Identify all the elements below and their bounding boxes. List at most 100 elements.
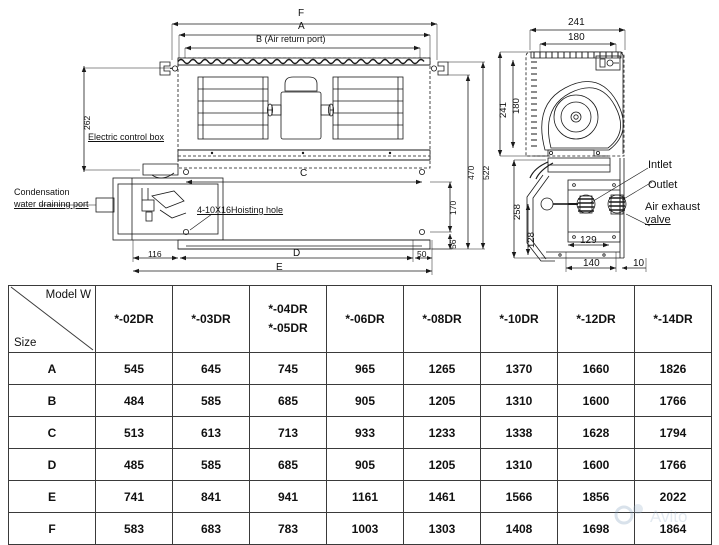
label-electric-control-box: Electric control box [88,132,165,142]
table-cell: 485 [95,448,173,481]
mechanism-detail [141,188,187,222]
dim-180-v [510,60,516,148]
dim-label-e: E [276,262,283,273]
table-corner-model-label: Model W [45,289,91,301]
connection-block [526,157,627,262]
table-cell: 933 [326,416,404,449]
label-condensation-line1: Condensation [14,187,70,197]
table-row-label-a: A [8,352,96,385]
table-cell: 545 [95,352,173,385]
dim-label-128: 128 [526,232,537,248]
table-col-header-1: *-03DR [172,285,250,353]
coil-band [177,57,431,66]
table-cell: 1566 [480,480,558,513]
dim-label-522: 522 [481,165,491,180]
table-cell: 841 [172,480,250,513]
dim-label-258: 258 [512,204,523,220]
table-cell: 1766 [634,448,712,481]
table-row-label-c: C [8,416,96,449]
blower-wheel-left [197,76,269,140]
table-col-header-7: *-14DR [634,285,712,353]
dim-label-470: 470 [466,165,476,180]
hanger-bracket-right [430,61,449,76]
table-col-header-7-line1: *-14DR [653,311,693,326]
table-cell: 585 [172,384,250,417]
dim-241-v [497,51,534,157]
electric-control-box [142,163,179,179]
label-outlet: Outlet [648,179,678,191]
table-col-header-6-line1: *-12DR [576,311,616,326]
table-cell: 585 [172,448,250,481]
table-col-header-6: *-12DR [557,285,635,353]
label-air-exhaust-line2: valve [645,214,671,226]
side-body [525,51,625,157]
table-cell: 685 [249,448,327,481]
hanger-bracket-left [159,61,178,76]
hoisting-hole-leader [189,213,213,231]
dim-e [133,240,433,275]
table-cell: 1370 [480,352,558,385]
dim-10 [622,258,647,272]
dim-label-180-v: 180 [511,98,522,114]
dim-label-241-v: 241 [498,102,509,118]
table-col-header-0: *-02DR [95,285,173,353]
table-col-header-4: *-08DR [403,285,481,353]
table-cell: 1628 [557,416,635,449]
table-cell: 1766 [634,384,712,417]
table-cell: 613 [172,416,250,449]
motor [266,76,334,140]
table-cell: 685 [249,384,327,417]
table-cell: 513 [95,416,173,449]
drawing-svg [40,21,653,275]
table-cell: 1794 [634,416,712,449]
table-cell: 2022 [634,480,712,513]
dim-label-a: A [298,21,305,32]
table-cell: 905 [326,448,404,481]
dim-label-129: 129 [580,235,597,246]
dim-470 [448,74,471,249]
table-col-header-3: *-06DR [326,285,404,353]
dim-label-241-h: 241 [568,17,585,28]
table-col-header-2-line1: *-04DR [268,302,308,317]
table-row-label-b: B [8,384,96,417]
dim-a [178,32,431,60]
label-condensation-line2: water draining port [14,199,89,209]
dim-128 [525,204,531,255]
table-col-header-3-line1: *-06DR [345,311,385,326]
side-hanger-detail [595,55,621,71]
outlet-valve [607,194,627,215]
dim-522 [432,61,486,250]
condensation-box [40,177,224,241]
table-cell: 1856 [557,480,635,513]
dim-129 [568,242,609,248]
table-cell: 484 [95,384,173,417]
dim-d [180,240,414,262]
table-row-label-d: D [8,448,96,481]
table-cell: 965 [326,352,404,385]
bottom-flange [177,239,431,250]
table-cell: 1310 [480,384,558,417]
dim-140 [565,252,617,272]
drain-pan [177,149,431,161]
table-corner-size-label: Size [14,337,37,349]
diagonal-divider-icon [9,286,95,352]
table-cell: 1233 [403,416,481,449]
table-header-row: Model W Size *-02DR *-03DR *-04DR *-05DR… [8,285,712,353]
dim-label-50: 50 [417,249,427,259]
table-cell: 941 [249,480,327,513]
dim-label-10: 10 [633,258,645,269]
table-cell: 1310 [480,448,558,481]
table-cell: 1461 [403,480,481,513]
table-col-header-5: *-10DR [480,285,558,353]
dim-180-h [539,41,617,52]
table-col-header-1-line1: *-03DR [191,311,231,326]
dim-label-c: C [300,168,308,179]
dim-label-b-air-return: B (Air return port) [256,34,326,44]
table-col-header-2: *-04DR *-05DR [249,285,327,353]
